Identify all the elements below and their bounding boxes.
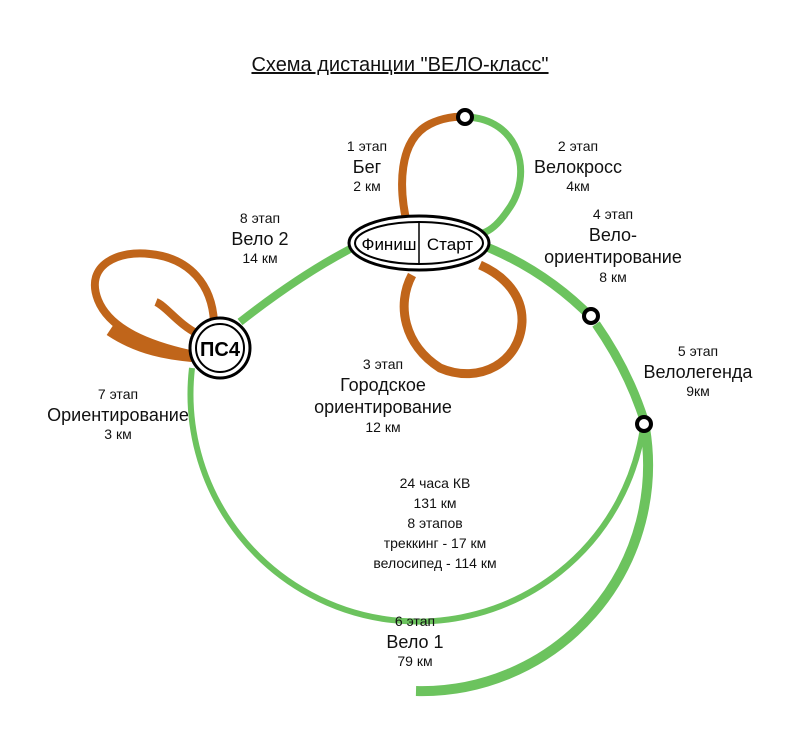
stage8-distance: 14 км	[242, 250, 278, 266]
summary-duration: 24 часа КВ	[399, 475, 471, 491]
stage4-segment	[480, 240, 596, 322]
stage5-number: 5 этап	[677, 343, 719, 359]
stage8-number: 8 этап	[239, 210, 281, 226]
stage3-name-line1: Городское	[340, 374, 426, 395]
stage3-number: 3 этап	[362, 356, 404, 372]
stage3-loop	[399, 260, 527, 379]
stage2-label: 2 этап Велокросс 4км	[530, 138, 626, 196]
stage8-label: 8 этап Вело 2 14 км	[220, 210, 300, 268]
checkpoint-marker-top	[456, 108, 474, 126]
stage4-number: 4 этап	[592, 206, 634, 222]
stage4-name-line1: Вело-	[588, 224, 638, 245]
stage8-segment	[237, 244, 354, 326]
start-finish-node: Финиш Старт	[347, 214, 491, 272]
stage7-distance: 3 км	[104, 426, 132, 442]
stage6-loop-thick	[415, 427, 654, 697]
stage2-name: Велокросс	[533, 156, 623, 177]
summary-bike: велосипед - 114 км	[373, 554, 497, 571]
race-summary: 24 часа КВ 131 км 8 этапов треккинг - 17…	[315, 474, 555, 573]
stage4-label: 4 этап Вело- ориентирование 8 км	[538, 206, 688, 286]
stage7-loop	[90, 249, 218, 358]
stage5-label: 5 этап Велолегенда 9км	[640, 343, 756, 401]
finish-label: Финиш	[362, 235, 417, 254]
summary-trekking: треккинг - 17 км	[383, 534, 487, 551]
summary-stage-count: 8 этапов	[407, 514, 463, 531]
stage6-distance: 79 км	[397, 653, 433, 669]
stage6-label: 6 этап Вело 1 79 км	[375, 613, 455, 671]
stage1-number: 1 этап	[346, 138, 388, 154]
stage5-name: Велолегенда	[643, 361, 753, 382]
stage6-number: 6 этап	[394, 613, 436, 629]
stage2-number: 2 этап	[557, 138, 599, 154]
checkpoint-marker-1	[582, 307, 600, 325]
page-title: Схема дистанции "ВЕЛО-класс"	[251, 54, 549, 76]
stage1-loop	[398, 112, 466, 229]
stage3-label: 3 этап Городское ориентирование 12 км	[303, 356, 463, 436]
stage6-name: Вело 1	[386, 631, 444, 652]
stage5-segment	[592, 321, 649, 422]
stage8-name: Вело 2	[231, 228, 289, 249]
stage1-label: 1 этап Бег 2 км	[332, 138, 402, 196]
stage2-distance: 4км	[566, 178, 590, 194]
stage6-loop	[187, 367, 647, 625]
stage4-distance: 8 км	[599, 268, 627, 285]
stage2-loop	[464, 113, 525, 237]
checkpoint-ps4-node: ПС4	[188, 316, 252, 380]
stage7-name: Ориентирование	[47, 404, 189, 425]
checkpoint-marker-2	[635, 415, 653, 433]
stage7-number: 7 этап	[97, 386, 139, 402]
stage1-name: Бег	[352, 156, 382, 177]
stage3-name-line2: ориентирование	[314, 397, 452, 417]
start-label: Старт	[427, 235, 473, 254]
stage7-loop-thick	[106, 324, 193, 362]
stage1-distance: 2 км	[353, 178, 381, 194]
stage5-distance: 9км	[686, 383, 710, 399]
stage3-distance: 12 км	[365, 418, 401, 435]
checkpoint-ps4-label: ПС4	[200, 339, 241, 361]
stage4-name-line2: ориентирование	[544, 247, 682, 267]
stage7-label: 7 этап Ориентирование 3 км	[42, 386, 194, 444]
summary-total-distance: 131 км	[413, 494, 457, 511]
